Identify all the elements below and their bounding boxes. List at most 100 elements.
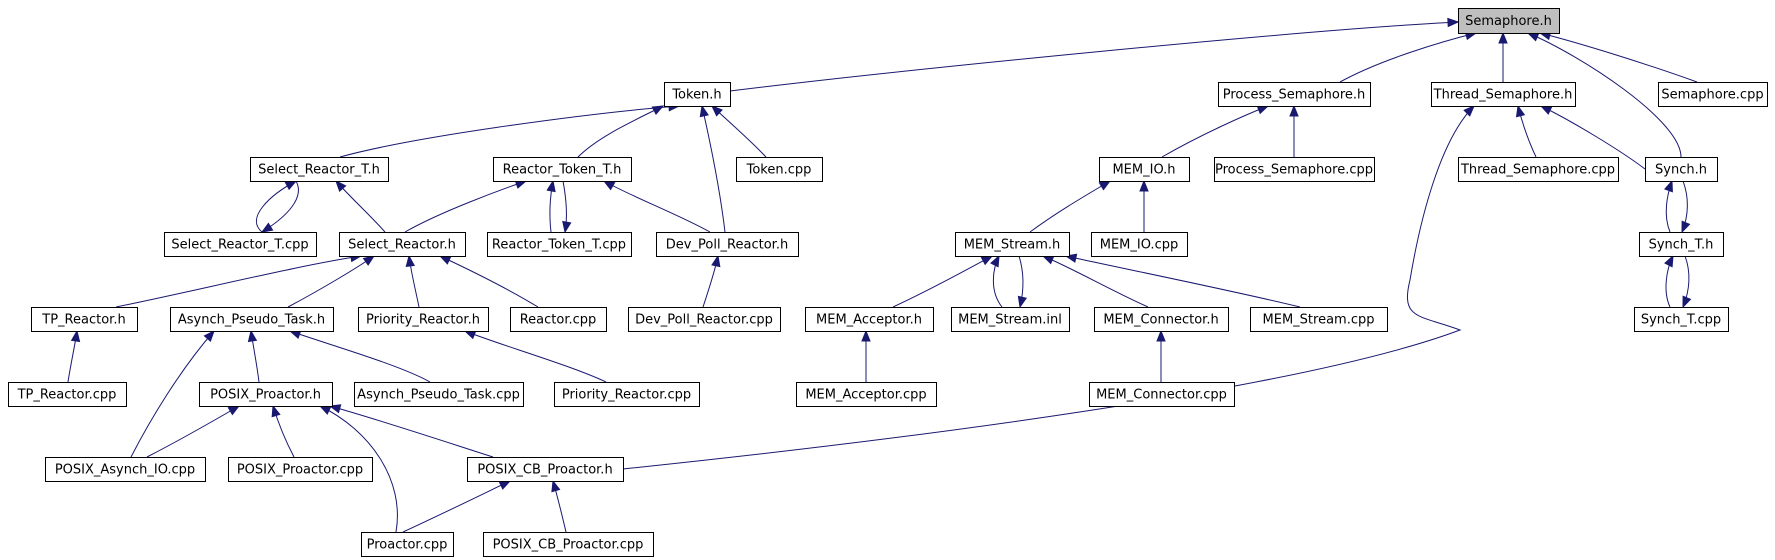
node-proactor-cpp[interactable]: Proactor.cpp	[361, 532, 454, 557]
node-posix-asynch-io-cpp[interactable]: POSIX_Asynch_IO.cpp	[45, 457, 206, 482]
node-box[interactable]	[805, 307, 934, 332]
node-mem-stream-inl[interactable]: MEM_Stream.inl	[951, 307, 1070, 332]
node-box[interactable]	[1458, 8, 1560, 34]
node-box[interactable]	[250, 157, 389, 182]
node-box[interactable]	[1634, 307, 1729, 332]
node-mem-acceptor-h[interactable]: MEM_Acceptor.h	[805, 307, 934, 332]
node-mem-connector-cpp[interactable]: MEM_Connector.cpp	[1089, 382, 1235, 407]
node-posix-cb-proactor-h[interactable]: POSIX_CB_Proactor.h	[467, 457, 624, 482]
node-box[interactable]	[354, 382, 524, 407]
node-box[interactable]	[1658, 82, 1768, 107]
node-posix-proactor-h[interactable]: POSIX_Proactor.h	[199, 382, 333, 407]
node-label: Select_Reactor_T.cpp	[171, 238, 308, 253]
node-process-semaphore-cpp[interactable]: Process_Semaphore.cpp	[1214, 157, 1375, 182]
node-select-reactor-t-h[interactable]: Select_Reactor_T.h	[250, 157, 389, 182]
node-box[interactable]	[45, 457, 206, 482]
node-box[interactable]	[1639, 232, 1724, 257]
node-posix-cb-proactor-cpp[interactable]: POSIX_CB_Proactor.cpp	[483, 532, 654, 557]
node-synch-t-h[interactable]: Synch_T.h	[1639, 232, 1724, 257]
edge-arrowhead	[711, 105, 723, 117]
node-tp-reactor-cpp[interactable]: TP_Reactor.cpp	[8, 382, 127, 407]
edge-arrowhead	[227, 405, 241, 416]
node-dev-poll-reactor-h[interactable]: Dev_Poll_Reactor.h	[656, 232, 799, 257]
node-label: Reactor_Token_T.cpp	[492, 238, 626, 253]
node-process-semaphore-h[interactable]: Process_Semaphore.h	[1218, 82, 1371, 107]
node-tp-reactor-h[interactable]: TP_Reactor.h	[31, 307, 138, 332]
node-mem-io-cpp[interactable]: MEM_IO.cpp	[1091, 232, 1188, 257]
node-reactor-token-t-h[interactable]: Reactor_Token_T.h	[493, 157, 632, 182]
node-select-reactor-t-cpp[interactable]: Select_Reactor_T.cpp	[164, 232, 317, 257]
node-mem-connector-h[interactable]: MEM_Connector.h	[1094, 307, 1229, 332]
node-synch-t-cpp[interactable]: Synch_T.cpp	[1634, 307, 1729, 332]
node-box[interactable]	[1250, 307, 1388, 332]
node-box[interactable]	[493, 157, 632, 182]
node-mem-io-h[interactable]: MEM_IO.h	[1099, 157, 1190, 182]
edge-n20-to-n13	[287, 255, 375, 308]
node-mem-stream-h[interactable]: MEM_Stream.h	[955, 232, 1070, 257]
node-token-h[interactable]: Token.h	[664, 82, 731, 107]
node-mem-acceptor-cpp[interactable]: MEM_Acceptor.cpp	[796, 382, 937, 407]
node-priority-reactor-h[interactable]: Priority_Reactor.h	[358, 307, 489, 332]
node-asynch-pseudo-task-cpp[interactable]: Asynch_Pseudo_Task.cpp	[354, 382, 524, 407]
node-reactor-cpp[interactable]: Reactor.cpp	[510, 307, 607, 332]
node-box[interactable]	[8, 382, 127, 407]
node-box[interactable]	[510, 307, 607, 332]
node-asynch-pseudo-task-h[interactable]: Asynch_Pseudo_Task.h	[170, 307, 334, 332]
node-label: POSIX_CB_Proactor.cpp	[493, 538, 644, 553]
node-box[interactable]	[628, 307, 781, 332]
node-box[interactable]	[164, 232, 317, 257]
node-box[interactable]	[228, 457, 373, 482]
node-label: Synch_T.h	[1649, 238, 1714, 253]
edge-arrowhead	[1664, 179, 1673, 193]
node-thread-semaphore-h[interactable]: Thread_Semaphore.h	[1431, 82, 1576, 107]
node-box[interactable]	[339, 232, 466, 257]
edge-arrowhead	[551, 479, 561, 493]
edge-arrowhead	[1447, 17, 1460, 28]
node-semaphore-cpp[interactable]: Semaphore.cpp	[1658, 82, 1768, 107]
node-box[interactable]	[1214, 157, 1375, 182]
node-label: POSIX_Proactor.cpp	[237, 463, 363, 478]
node-box[interactable]	[1645, 157, 1718, 182]
node-box[interactable]	[1089, 382, 1235, 407]
node-box[interactable]	[736, 157, 823, 182]
node-box[interactable]	[487, 232, 632, 257]
edge-arrowhead	[546, 179, 556, 193]
node-box[interactable]	[1458, 157, 1619, 182]
node-box[interactable]	[955, 232, 1070, 257]
node-box[interactable]	[796, 382, 937, 407]
node-box[interactable]	[664, 82, 731, 107]
node-box[interactable]	[483, 532, 654, 557]
node-thread-semaphore-cpp[interactable]: Thread_Semaphore.cpp	[1458, 157, 1619, 182]
node-box[interactable]	[1099, 157, 1190, 182]
node-box[interactable]	[467, 457, 624, 482]
node-box[interactable]	[1094, 307, 1229, 332]
node-mem-stream-cpp[interactable]: MEM_Stream.cpp	[1250, 307, 1388, 332]
edge-n7-to-n1	[711, 105, 767, 158]
node-semaphore-h[interactable]: Semaphore.h	[1458, 8, 1560, 34]
node-synch-h[interactable]: Synch.h	[1645, 157, 1718, 182]
node-box[interactable]	[31, 307, 138, 332]
node-box[interactable]	[656, 232, 799, 257]
node-box[interactable]	[170, 307, 334, 332]
node-dev-poll-reactor-cpp[interactable]: Dev_Poll_Reactor.cpp	[628, 307, 781, 332]
node-token-cpp[interactable]: Token.cpp	[736, 157, 823, 182]
edge-n37-to-n3	[622, 105, 1475, 470]
node-box[interactable]	[358, 307, 489, 332]
edge-n38-to-n30	[319, 405, 398, 533]
node-label: Process_Semaphore.h	[1223, 88, 1366, 103]
node-select-reactor-h[interactable]: Select_Reactor.h	[339, 232, 466, 257]
node-reactor-token-t-cpp[interactable]: Reactor_Token_T.cpp	[487, 232, 632, 257]
node-box[interactable]	[951, 307, 1070, 332]
node-posix-proactor-cpp[interactable]: POSIX_Proactor.cpp	[228, 457, 373, 482]
node-box[interactable]	[199, 382, 333, 407]
edge-n26-to-n16	[1042, 255, 1149, 308]
node-box[interactable]	[361, 532, 454, 557]
edge-arrowhead	[1017, 295, 1028, 309]
node-box[interactable]	[1091, 232, 1188, 257]
node-box[interactable]	[1431, 82, 1576, 107]
node-box[interactable]	[1218, 82, 1371, 107]
edge-n35-to-n30	[146, 405, 240, 458]
node-box[interactable]	[554, 382, 700, 407]
node-label: Semaphore.cpp	[1661, 88, 1763, 103]
node-priority-reactor-cpp[interactable]: Priority_Reactor.cpp	[554, 382, 700, 407]
